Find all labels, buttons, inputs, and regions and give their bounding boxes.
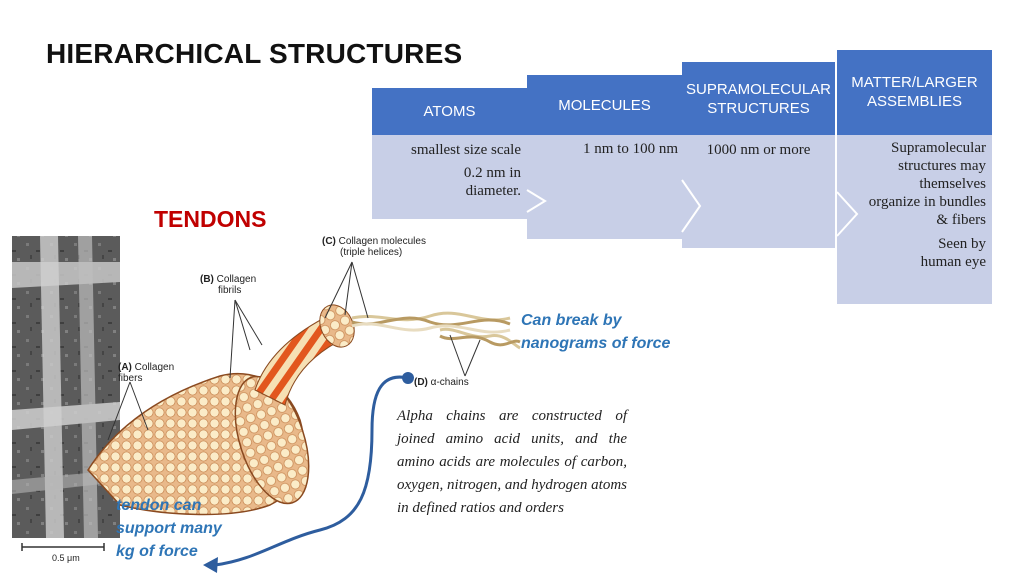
label-b-letter: (B) [200, 274, 214, 285]
column-molecules: MOLECULES 1 nm to 100 nm [527, 75, 682, 239]
alpha-chains-description: Alpha chains are constructed of joined a… [397, 408, 627, 516]
matter-line-1: Supramolecular structures may themselves… [868, 140, 986, 228]
leader-lines [107, 261, 481, 441]
label-d: (D) α-chains [414, 377, 469, 388]
column-supramolecular-header: SUPRAMOLECULAR STRUCTURES [682, 62, 835, 135]
column-atoms: ATOMS smallest size scale 0.2 nm in diam… [372, 88, 527, 219]
column-matter-body: Supramolecular structures may themselves… [837, 135, 992, 304]
can-break-line-2: nanograms of force [521, 335, 671, 352]
label-d-letter: (D) [414, 377, 428, 388]
triple-helix [351, 311, 511, 334]
atoms-line-2: 0.2 nm in diameter. [463, 165, 521, 199]
tendon-support-line-1: tendon can [116, 497, 202, 514]
blue-curve-arrow [214, 375, 409, 567]
arrow-start-dot [402, 372, 414, 384]
micrograph-photo [12, 236, 120, 538]
label-b-line-1: Collagen [216, 274, 257, 285]
label-c-letter: (C) [322, 236, 336, 247]
atoms-line-1: smallest size scale [411, 142, 521, 158]
tendon-support-line-2: support many [116, 520, 222, 537]
column-molecules-header: MOLECULES [527, 75, 682, 135]
supramolecular-line-1: 1000 nm or more [706, 142, 811, 158]
label-a-line-1: Collagen [134, 362, 175, 373]
alpha-chains [439, 327, 521, 350]
tendon-support-note: tendon can support many kg of force [116, 494, 222, 563]
column-atoms-header: ATOMS [372, 88, 527, 135]
label-d-text: α-chains [430, 377, 469, 388]
label-a-letter: (A) [118, 362, 132, 373]
column-molecules-body: 1 nm to 100 nm [527, 135, 682, 239]
arrow-head [203, 557, 218, 573]
label-a: (A) Collagen fibers [118, 362, 174, 384]
column-supramolecular: SUPRAMOLECULAR STRUCTURES 1000 nm or mor… [682, 62, 835, 248]
label-c: (C) Collagen molecules (triple helices) [322, 236, 426, 258]
page-title: HIERARCHICAL STRUCTURES [46, 38, 463, 69]
label-b: (B) Collagen fibrils [200, 274, 256, 296]
column-matter-header: MATTER/LARGER ASSEMBLIES [837, 50, 992, 135]
column-matter: MATTER/LARGER ASSEMBLIES Supramolecular … [837, 50, 992, 304]
matter-line-2: Seen by human eye [920, 236, 986, 270]
can-break-line-1: Can break by [521, 312, 622, 329]
label-b-line-2: fibrils [218, 285, 242, 296]
column-supramolecular-body: 1000 nm or more [682, 135, 835, 248]
tendons-label: TENDONS [154, 206, 267, 232]
label-c-line-1: Collagen molecules [338, 236, 426, 247]
label-a-line-2: fibers [118, 373, 143, 384]
can-break-note: Can break by nanograms of force [521, 309, 670, 355]
molecules-line-1: 1 nm to 100 nm [582, 141, 678, 157]
scale-bar [12, 540, 120, 570]
label-c-line-2: (triple helices) [340, 247, 403, 258]
column-atoms-body: smallest size scale 0.2 nm in diameter. [372, 135, 527, 219]
scale-label: 0.5 μm [52, 553, 80, 563]
tendon-support-line-3: kg of force [116, 543, 198, 560]
